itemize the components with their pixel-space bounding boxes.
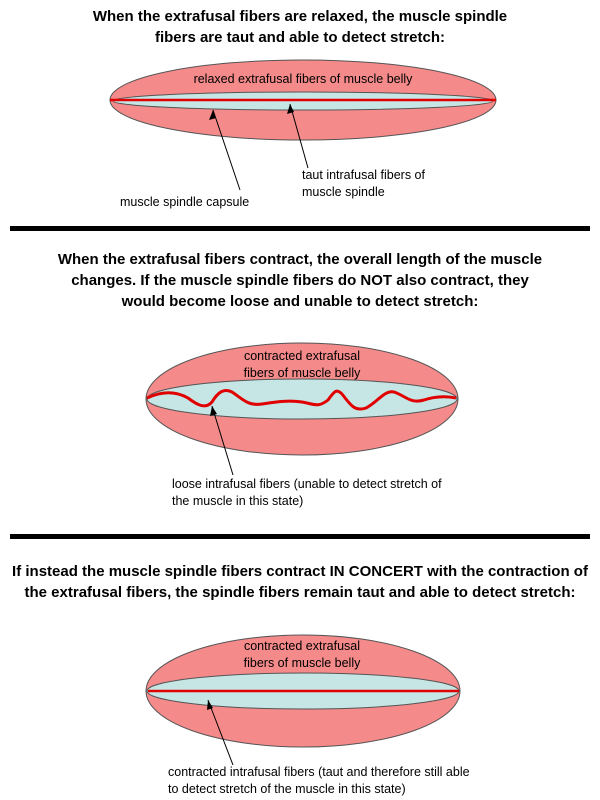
muscle-spindle-capsule-label: muscle spindle capsule	[120, 194, 249, 211]
loose-intrafusal-label-line1: loose intrafusal fibers (unable to detec…	[172, 476, 442, 493]
contracted-belly-label-2-line2: fibers of muscle belly	[192, 365, 412, 382]
loose-intrafusal-label: loose intrafusal fibers (unable to detec…	[172, 476, 442, 510]
relaxed-belly-label: relaxed extrafusal fibers of muscle bell…	[153, 71, 453, 88]
section2-heading-line1: When the extrafusal fibers contract, the…	[0, 249, 600, 270]
taut-intrafusal-label-line1: taut intrafusal fibers of	[302, 167, 425, 184]
section3-heading-emphasis: IN CONCERT	[330, 563, 423, 580]
section3-heading-line2: the extrafusal fibers, the spindle fiber…	[0, 582, 600, 603]
section3-heading-line1-start: If instead the muscle spindle fibers con…	[12, 563, 330, 580]
section3-heading-line1-end: with the contraction of	[423, 563, 588, 580]
contracted-belly-label-2-line1: contracted extrafusal	[192, 348, 412, 365]
contracted-belly-label-3-line1: contracted extrafusal	[192, 638, 412, 655]
section2-heading-line2: changes. If the muscle spindle fibers do…	[0, 270, 600, 291]
taut-intrafusal-label-line2: muscle spindle	[302, 184, 425, 201]
taut-intrafusal-label: taut intrafusal fibers of muscle spindle	[302, 167, 425, 201]
contracted-intrafusal-label-line2: to detect stretch of the muscle in this …	[168, 781, 470, 798]
contracted-intrafusal-label: contracted intrafusal fibers (taut and t…	[168, 764, 470, 798]
section-divider-1	[10, 226, 590, 231]
section3-heading: If instead the muscle spindle fibers con…	[0, 561, 600, 603]
contracted-belly-label-3-line2: fibers of muscle belly	[192, 655, 412, 672]
section3-heading-line1: If instead the muscle spindle fibers con…	[0, 561, 600, 582]
section-divider-2	[10, 534, 590, 539]
contracted-belly-label-3: contracted extrafusal fibers of muscle b…	[192, 638, 412, 672]
section2-heading-line3: would become loose and unable to detect …	[0, 291, 600, 312]
relaxed-muscle-diagram	[0, 0, 600, 220]
section2-heading: When the extrafusal fibers contract, the…	[0, 249, 600, 312]
loose-intrafusal-label-line2: the muscle in this state)	[172, 493, 442, 510]
contracted-intrafusal-label-line1: contracted intrafusal fibers (taut and t…	[168, 764, 470, 781]
contracted-belly-label-2: contracted extrafusal fibers of muscle b…	[192, 348, 412, 382]
